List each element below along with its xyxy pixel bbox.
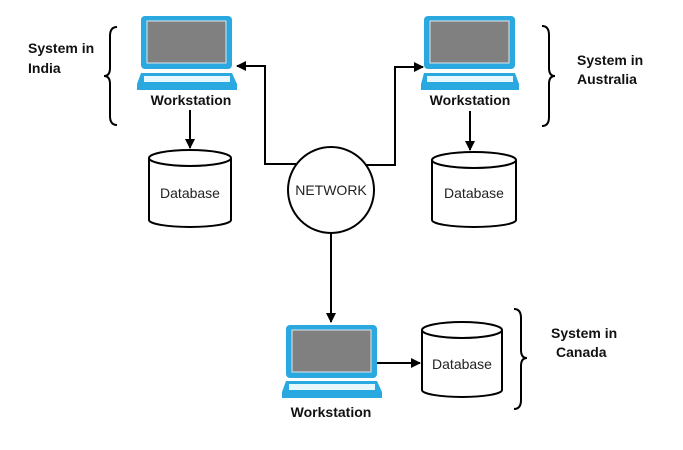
- cylinder-icon: [421, 321, 503, 398]
- system-label-australia: System in: [577, 52, 643, 68]
- system-label-australia-line2: Australia: [577, 71, 637, 87]
- database-canada[interactable]: Database: [421, 321, 503, 398]
- network-label: NETWORK: [295, 182, 367, 198]
- database-label: Database: [432, 356, 492, 372]
- connector-network-to-india: [236, 61, 296, 165]
- database-australia[interactable]: Database: [431, 151, 517, 228]
- system-label-canada: System in: [551, 325, 617, 341]
- workstation-australia[interactable]: Workstation: [421, 16, 519, 108]
- database-label: Database: [160, 185, 220, 201]
- system-australia: Workstation Database System in Australia: [421, 16, 643, 228]
- laptop-icon: [282, 325, 382, 398]
- laptop-icon: [137, 16, 237, 90]
- network-node[interactable]: NETWORK: [287, 146, 375, 234]
- system-label-canada-line2: Canada: [556, 344, 607, 360]
- workstation-canada[interactable]: Workstation: [282, 325, 382, 420]
- workstation-india[interactable]: Workstation: [137, 16, 237, 108]
- laptop-icon: [421, 16, 519, 90]
- cylinder-icon: [431, 151, 517, 228]
- workstation-label: Workstation: [291, 404, 372, 420]
- system-label-india: System in: [28, 40, 94, 56]
- brace-canada: [513, 308, 528, 410]
- connector-network-to-australia: [366, 62, 424, 166]
- workstation-label: Workstation: [151, 92, 232, 108]
- system-label-india-line2: India: [28, 60, 61, 76]
- brace-india: [103, 26, 118, 126]
- system-india: Workstation Database System in India: [28, 16, 237, 228]
- database-india[interactable]: Database: [148, 149, 232, 228]
- brace-australia: [541, 25, 556, 127]
- database-label: Database: [444, 185, 504, 201]
- workstation-label: Workstation: [430, 92, 511, 108]
- cylinder-icon: [148, 149, 232, 228]
- system-canada: Workstation Database System in Canada: [282, 308, 617, 420]
